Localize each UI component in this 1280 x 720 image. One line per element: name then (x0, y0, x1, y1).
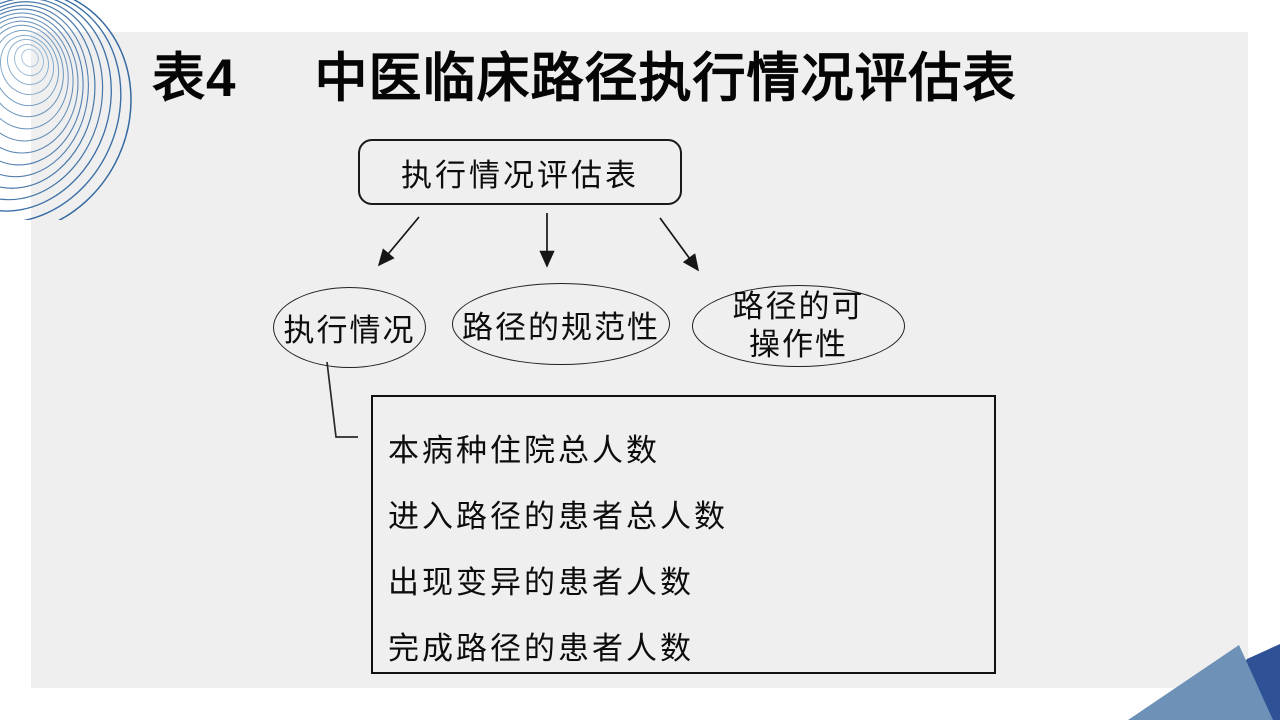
detail-item: 本病种住院总人数 (388, 432, 660, 468)
detail-item: 出现变异的患者人数 (388, 564, 694, 600)
root-node-box: 执行情况评估表 (358, 139, 682, 205)
root-node-label: 执行情况评估表 (401, 157, 639, 193)
slide-title-text: 中医临床路径执行情况评估表 (314, 49, 1017, 108)
branch-label-line1: 路径的可 (732, 289, 865, 324)
branch-label: 执行情况 (283, 313, 416, 348)
slide-title: 表4 中医临床路径执行情况评估表 (152, 48, 1016, 110)
slide-title-prefix: 表4 (152, 49, 237, 108)
detail-box: 本病种住院总人数 进入路径的患者总人数 出现变异的患者人数 完成路径的患者人数 (371, 395, 996, 674)
branch-label-line2: 操作性 (749, 327, 848, 362)
detail-list: 本病种住院总人数 进入路径的患者总人数 出现变异的患者人数 完成路径的患者人数 (388, 414, 994, 678)
detail-item: 完成路径的患者人数 (388, 630, 694, 666)
branch-ellipse-execution: 执行情况 (273, 287, 426, 368)
branch-ellipse-operability: 路径的可 操作性 (692, 285, 905, 367)
branch-label: 路径的规范性 (462, 309, 660, 345)
slide-background (31, 32, 1248, 688)
detail-item: 进入路径的患者总人数 (388, 498, 728, 534)
branch-ellipse-standardization: 路径的规范性 (452, 283, 670, 365)
